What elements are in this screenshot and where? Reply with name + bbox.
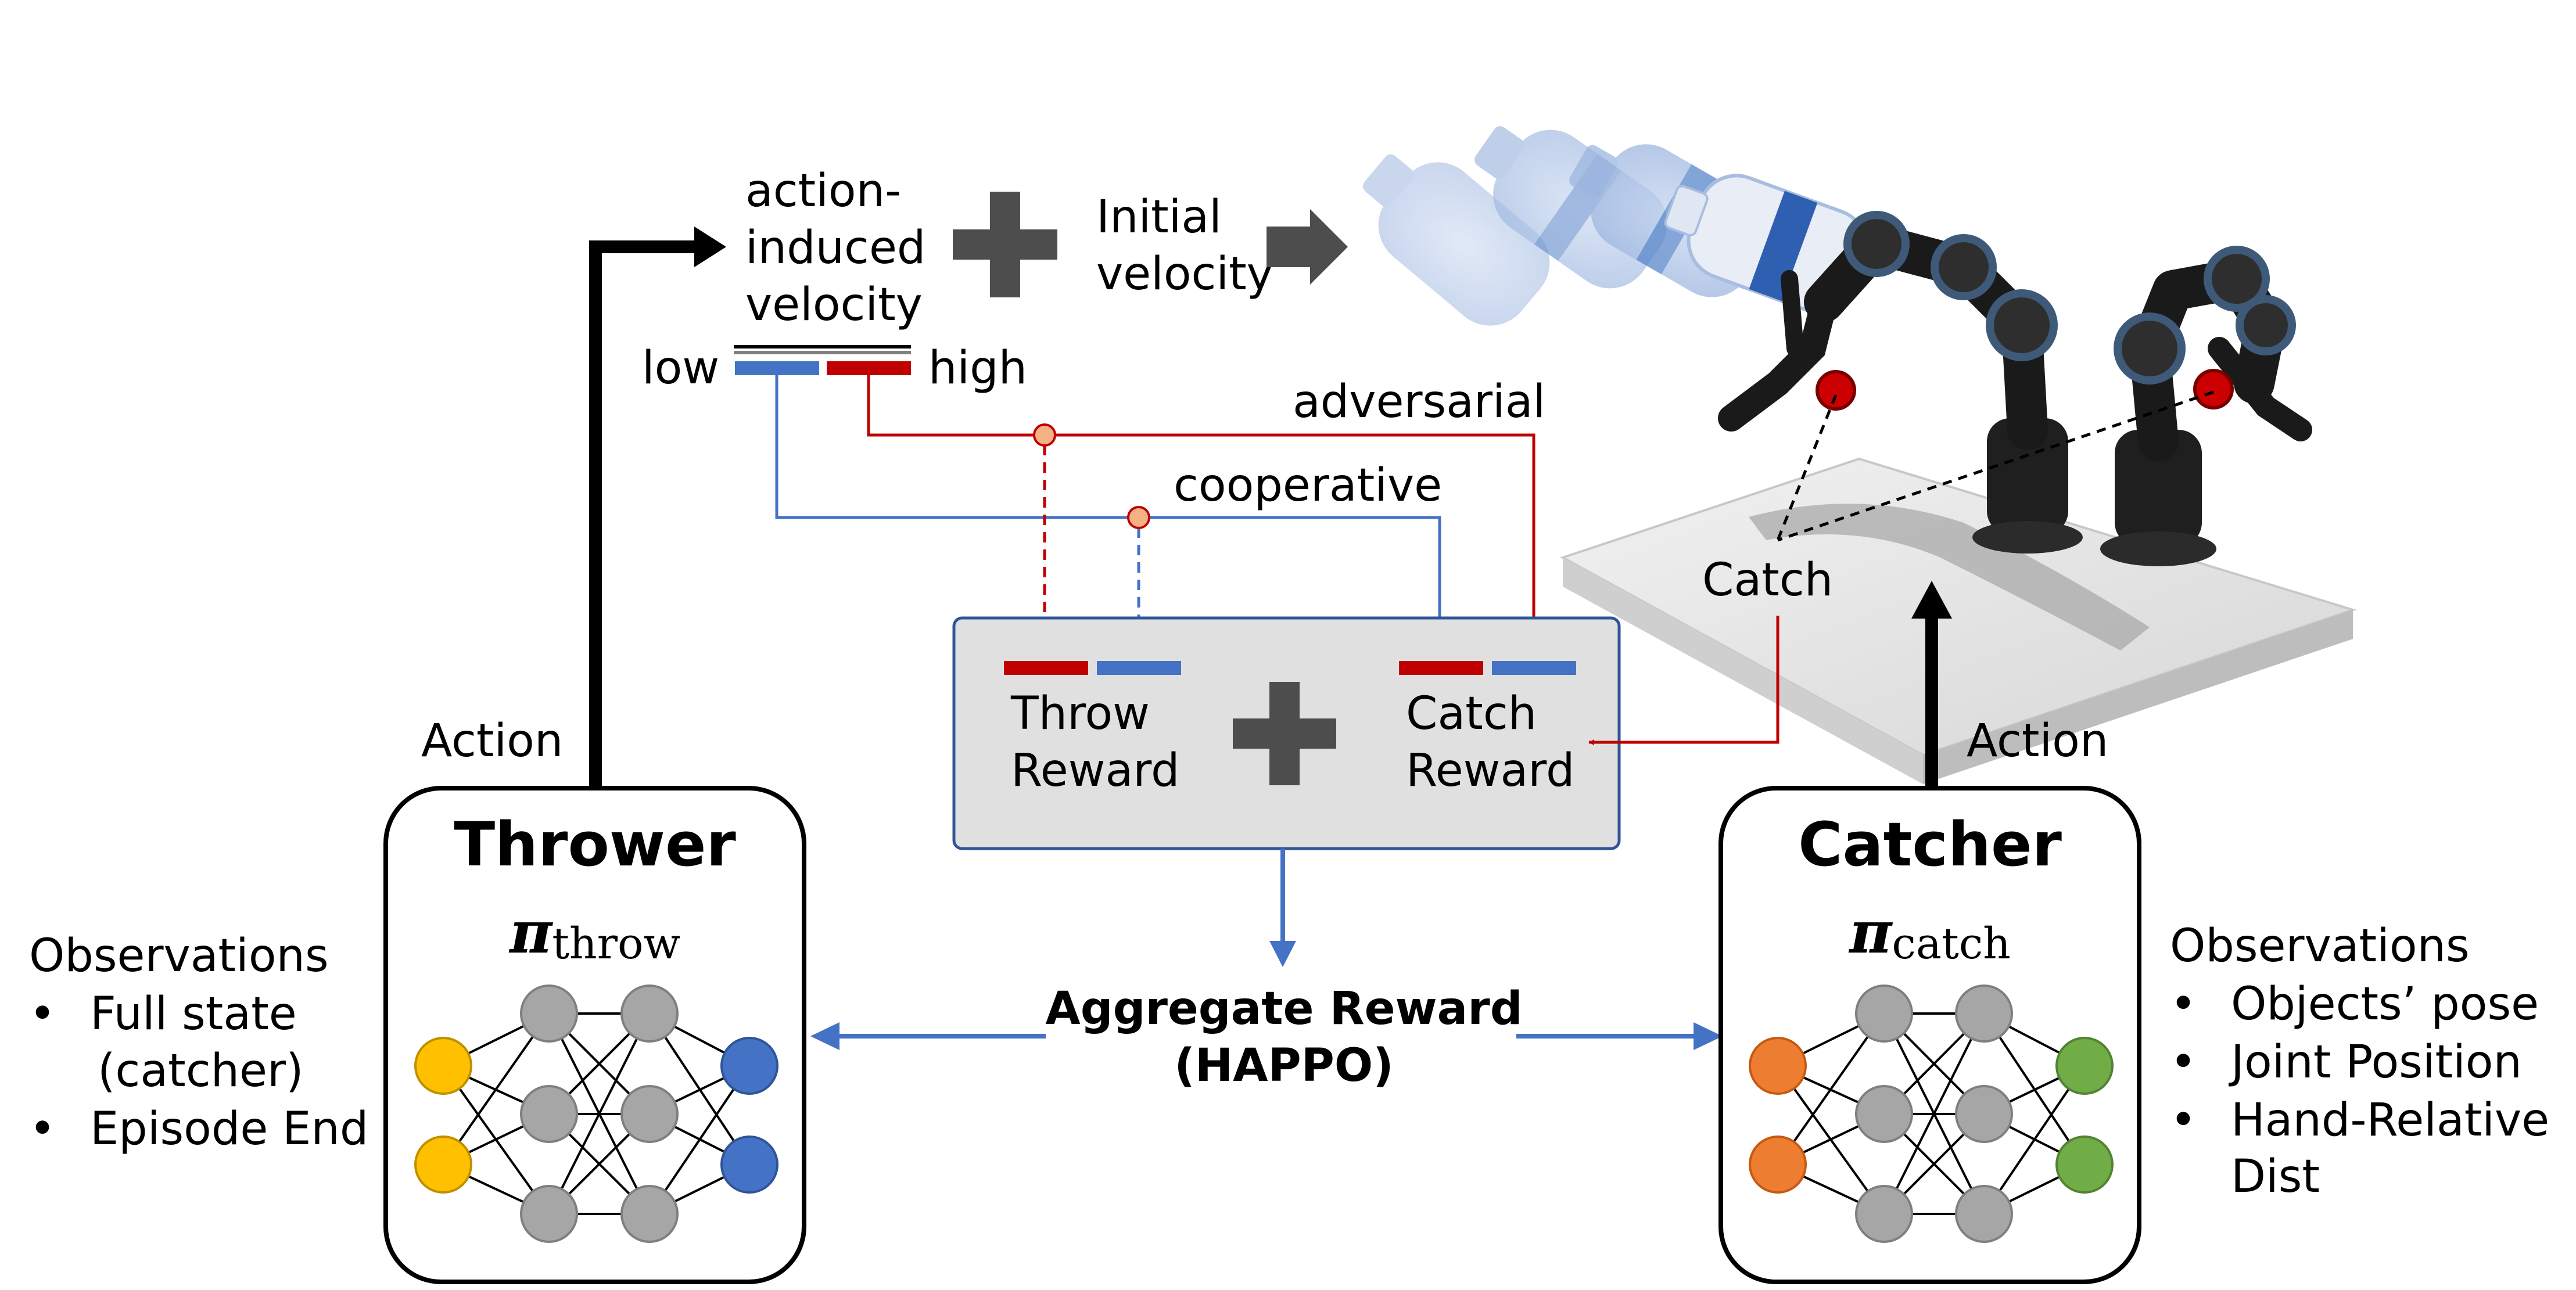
catcher-title: Catcher (1798, 809, 2062, 880)
thrower-observation-3: Episode End (90, 1103, 368, 1155)
floor-slab (1560, 457, 2357, 757)
floor-slab-side (1923, 610, 2353, 784)
velocity-label-2: induced (745, 222, 925, 274)
catch-reward-label-1: Catch (1406, 688, 1537, 740)
aggregate-reward-label-1: Aggregate Reward (1045, 983, 1522, 1035)
catcher-box (1718, 786, 2141, 1284)
bottle-sequence (1362, 126, 1869, 326)
catcher-obs-bullet-3: • (2170, 1094, 2197, 1147)
low-label: low (642, 342, 719, 394)
velocity-scale-top (734, 345, 911, 348)
catch-reward-label-2: Reward (1406, 745, 1574, 797)
throw-reward-blue-bar (1097, 661, 1181, 675)
floor-slab-front (1563, 558, 1923, 784)
throw-reward-label-1: Throw (1010, 688, 1150, 740)
thrower-network (414, 984, 778, 1243)
catcher-action-label: Action (1967, 715, 2108, 767)
high-velocity-bar (827, 361, 911, 375)
adversarial-path (867, 375, 1537, 650)
catch-scene-label: Catch (1702, 554, 1833, 606)
catch-reward-red-bar (1399, 661, 1483, 675)
catch-dash-right (1777, 390, 2214, 542)
catcher-observation-4: Dist (2231, 1151, 2320, 1203)
velocity-scale-gray (734, 351, 911, 354)
catch-feedback-path (1588, 616, 1779, 745)
velocity-label-3: velocity (745, 279, 923, 331)
thrower-action-arrowhead (694, 227, 726, 267)
reward-plus-icon (1233, 682, 1336, 785)
thrower-observation-2: (catcher) (98, 1045, 304, 1097)
plus-icon (953, 192, 1057, 297)
thrower-obs-bullet-1: • (29, 988, 56, 1040)
thrower-obs-bullet-2: • (29, 1103, 56, 1155)
cooperative-label: cooperative (1174, 459, 1442, 512)
catcher-observation-1: Objects’ pose (2231, 978, 2539, 1030)
block-arrow-icon (1267, 209, 1348, 285)
thrower-action-label: Action (421, 715, 563, 767)
thrower-action-arrow (589, 240, 694, 790)
catcher-action-arrowhead (1911, 581, 1952, 619)
aggregate-reward-label-2: (HAPPO) (1174, 1040, 1394, 1092)
adversarial-label: adversarial (1293, 376, 1545, 428)
cooperative-path (775, 375, 1443, 650)
reward-down-arrowhead (1269, 941, 1296, 967)
aggregate-to-catcher-arrowhead (1694, 1022, 1723, 1050)
robot-scene-illustration: Catch (1362, 126, 2357, 784)
catcher-obs-bullet-1: • (2170, 978, 2197, 1030)
initial-velocity-label-1: Initial (1096, 191, 1222, 243)
low-velocity-bar (735, 361, 819, 375)
catcher-policy: πcatch (1848, 898, 2011, 969)
catcher-network (1749, 984, 2114, 1243)
high-label: high (928, 342, 1027, 394)
catcher-obs-bullet-2: • (2170, 1036, 2197, 1088)
adversarial-junction-node (1033, 423, 1056, 447)
cooperative-junction-node (1127, 506, 1150, 529)
catch-reward-blue-bar (1492, 661, 1576, 675)
aggregate-to-thrower-arrowhead (810, 1022, 839, 1050)
thrower-title: Thrower (454, 809, 736, 880)
catcher-observation-3: Hand-Relative (2231, 1094, 2549, 1147)
velocity-label-1: action- (745, 165, 901, 217)
catch-dash-left (1776, 394, 1838, 541)
catcher-robot-arm (2100, 246, 2312, 566)
thrower-observations-title: Observations (29, 930, 329, 982)
catcher-observations-title: Observations (2170, 920, 2470, 972)
thrower-observation-1: Full state (90, 988, 297, 1040)
initial-velocity-label-2: velocity (1096, 248, 1273, 300)
thrower-policy: πthrow (508, 898, 680, 969)
throw-reward-red-bar (1004, 661, 1088, 675)
catcher-observation-2: Joint Position (2228, 1036, 2522, 1088)
throw-reward-label-2: Reward (1011, 745, 1179, 797)
floor-shadow (1749, 504, 2150, 651)
thrower-box (383, 786, 806, 1284)
thrower-robot-arm (1718, 211, 2083, 554)
